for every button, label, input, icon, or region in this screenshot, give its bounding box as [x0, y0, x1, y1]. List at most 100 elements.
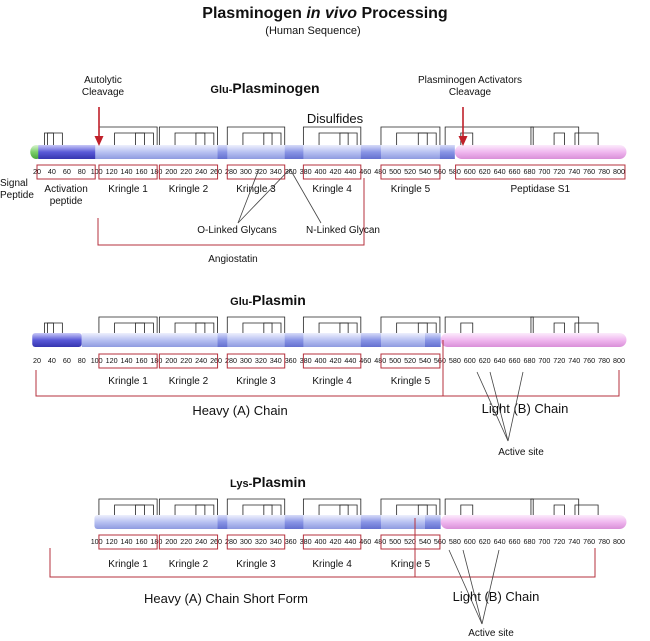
residue-tick-label: 580 — [449, 537, 461, 546]
disulfide-bond — [98, 126, 158, 145]
inter-kringle-segment — [217, 333, 228, 347]
residue-tick-label: 140 — [121, 537, 133, 546]
disulfide-bond — [339, 322, 358, 333]
disulfide-bond — [574, 132, 599, 145]
residue-tick-label: 80 — [78, 167, 86, 176]
residue-tick-label: 320 — [255, 167, 267, 176]
residue-tick-label: 240 — [195, 537, 207, 546]
glu-plasmin-active-site-lines — [476, 371, 524, 442]
disulfide-bond — [302, 498, 362, 515]
residue-tick-label: 460 — [359, 167, 371, 176]
residue-tick-label: 640 — [494, 356, 506, 365]
residue-tick-label: 120 — [106, 356, 118, 365]
residue-tick-label: 400 — [315, 356, 327, 365]
glu-plasmin-heading: Glu-Plasmin — [230, 292, 306, 308]
residue-tick-label: 420 — [329, 356, 341, 365]
disulfide-bond — [339, 504, 358, 515]
kringle-5-label: Kringle 5 — [391, 376, 431, 387]
kringle-2-label: Kringle 2 — [169, 184, 209, 195]
kringle-3-box — [226, 353, 286, 369]
disulfide-bond — [530, 316, 580, 333]
disulfide-bond — [380, 316, 441, 333]
o-linked-glycans-label: O-Linked Glycans — [197, 225, 276, 236]
residue-tick-label: 280 — [225, 167, 237, 176]
residue-tick-label: 160 — [135, 537, 147, 546]
residue-tick-label: 720 — [553, 356, 565, 365]
kringle-5-box — [380, 164, 441, 180]
residue-tick-label: 600 — [464, 167, 476, 176]
residue-tick-label: 200 — [165, 167, 177, 176]
residue-tick-label: 360 — [285, 537, 297, 546]
residue-tick-label: 220 — [180, 167, 192, 176]
activator-cleavage-arrow — [458, 107, 468, 146]
glu-plasminogen-disulfides — [44, 126, 599, 145]
residue-tick-label: 160 — [135, 356, 147, 365]
disulfide-bond — [195, 132, 215, 145]
disulfide-bond — [135, 322, 154, 333]
disulfide-bond — [396, 132, 428, 145]
kringle-3-label: Kringle 3 — [236, 184, 276, 195]
residue-tick-label: 580 — [449, 167, 461, 176]
disulfide-bond — [195, 504, 215, 515]
residue-tick-label: 420 — [329, 167, 341, 176]
kringle-1-label: Kringle 1 — [108, 559, 148, 570]
lys-plasmin-active-site-lines — [448, 549, 500, 625]
glu-plasminogen-heading: Glu-Plasminogen — [210, 80, 319, 96]
residue-tick-label: 800 — [613, 167, 625, 176]
glu-plasmin-disulfides — [44, 316, 599, 333]
residue-tick-label: 60 — [63, 356, 71, 365]
residue-tick-label: 500 — [389, 537, 401, 546]
residue-tick-label: 100 — [91, 537, 103, 546]
inter-kringle-segment — [360, 333, 381, 347]
kringle-4-box — [302, 534, 362, 550]
kringle-4-label: Kringle 4 — [312, 559, 352, 570]
residue-tick-label: 440 — [344, 537, 356, 546]
residue-tick-label: 480 — [374, 167, 386, 176]
residue-tick-label: 420 — [329, 537, 341, 546]
glu-plasmin-light-chain-label: Light (B) Chain — [482, 401, 569, 416]
disulfide-bond — [396, 504, 428, 515]
disulfide-bond — [195, 322, 215, 333]
residue-tick-label: 720 — [553, 167, 565, 176]
residue-tick-label: 400 — [315, 167, 327, 176]
inter-kringle-segment — [360, 515, 381, 529]
kringle-4-label: Kringle 4 — [312, 184, 352, 195]
kringle-1-box — [98, 164, 158, 180]
disulfide-bond — [158, 316, 218, 333]
residue-tick-label: 640 — [494, 537, 506, 546]
residue-tick-label: 140 — [121, 356, 133, 365]
angiostatin-bracket — [97, 178, 365, 246]
residue-tick-label: 760 — [583, 537, 595, 546]
lys-plasmin-active-site-label: Active site — [468, 628, 514, 639]
residue-tick-label: 760 — [583, 167, 595, 176]
kringle-4-box — [302, 164, 362, 180]
disulfide-bond — [553, 504, 565, 515]
disulfide-bond — [226, 498, 286, 515]
n-linked-glycan-label: N-Linked Glycan — [306, 225, 380, 236]
inter-kringle-segment — [439, 145, 455, 159]
kringle-5-box — [380, 353, 441, 369]
kringle-5-label: Kringle 5 — [391, 184, 431, 195]
disulfide-bond — [318, 504, 349, 515]
disulfide-bond — [263, 322, 282, 333]
peptidase-s1-label: Peptidase S1 — [511, 184, 571, 195]
kringle-5-box — [380, 534, 441, 550]
main-title: Plasminogen in vivo Processing — [202, 5, 447, 22]
residue-tick-label: 660 — [509, 167, 521, 176]
light-chain-segment — [440, 333, 627, 347]
residue-tick-label: 700 — [538, 356, 550, 365]
disulfide-bond — [574, 504, 599, 515]
peptidase-s1-box — [455, 164, 626, 180]
residue-tick-label: 180 — [150, 167, 162, 176]
residue-tick-label: 100 — [91, 356, 103, 365]
residue-tick-label: 740 — [568, 167, 580, 176]
residue-tick-label: 680 — [523, 356, 535, 365]
disulfide-bond — [553, 322, 565, 333]
kringle-1-label: Kringle 1 — [108, 184, 148, 195]
light-region-segment — [454, 145, 627, 159]
kringle-5-label: Kringle 5 — [391, 559, 431, 570]
residue-tick-label: 520 — [404, 167, 416, 176]
